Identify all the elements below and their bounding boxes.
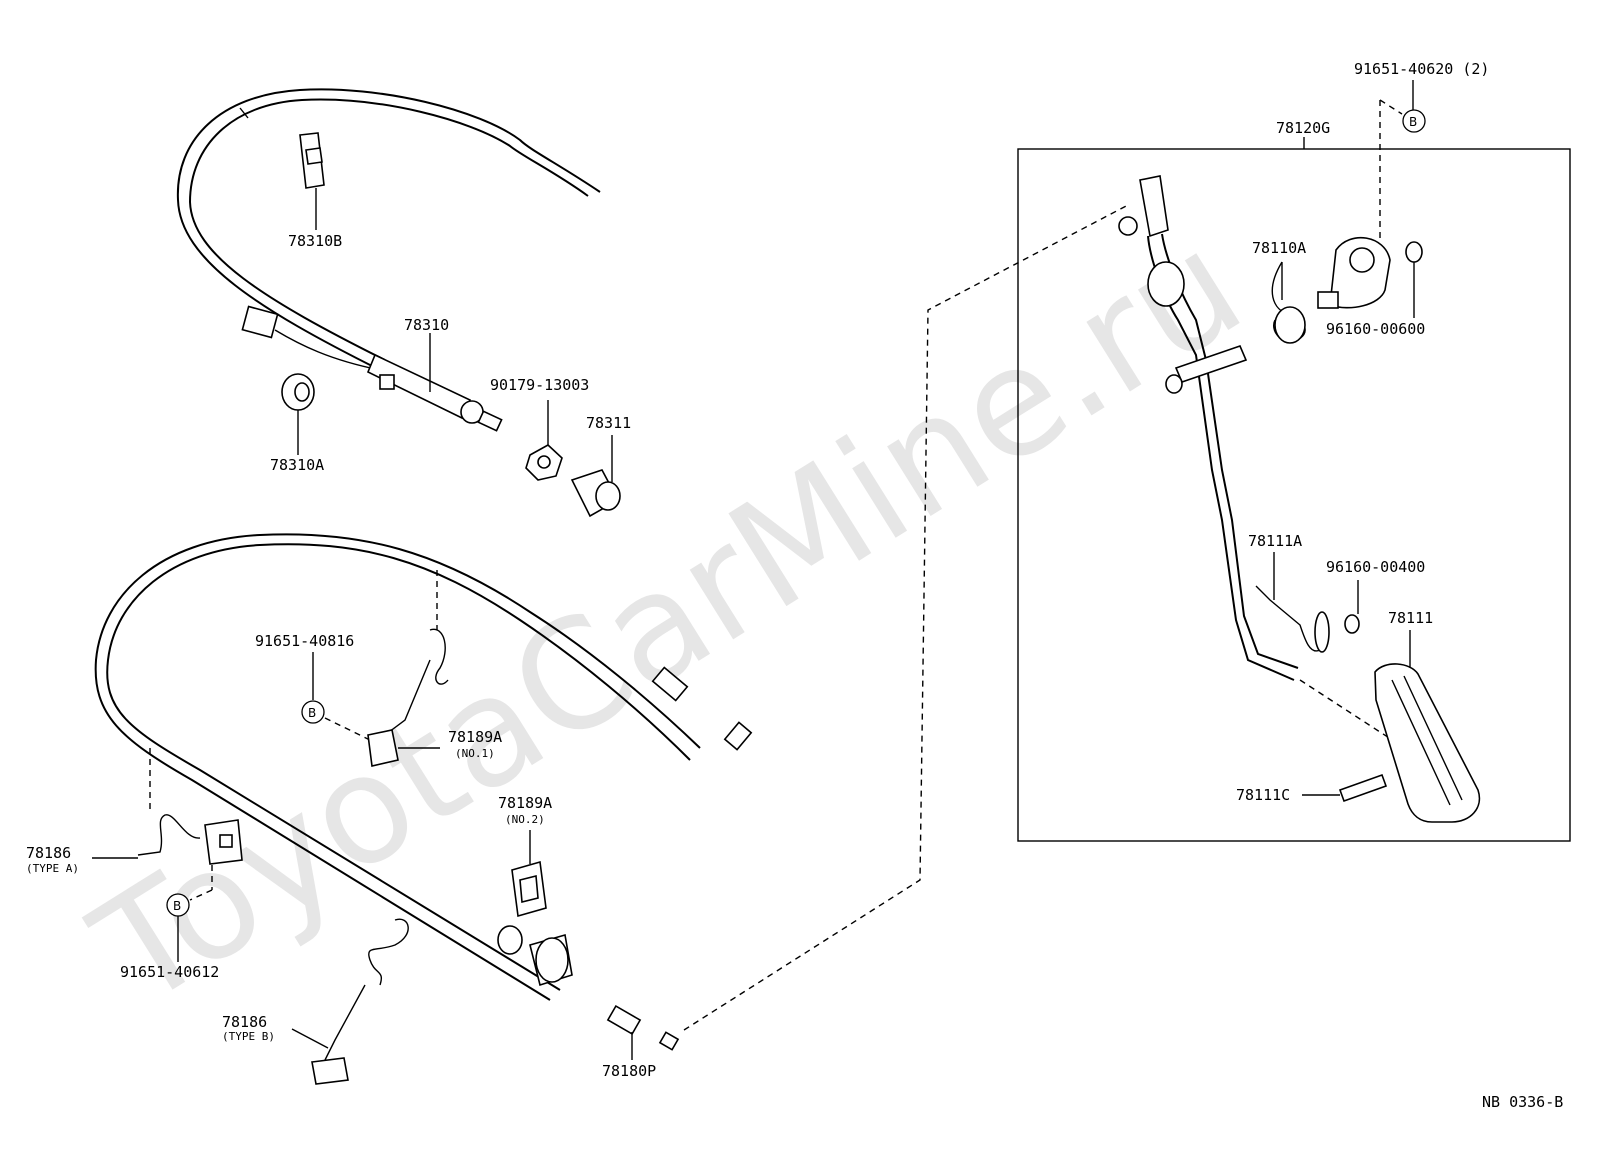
label-78180P: 78180P — [602, 1062, 656, 1080]
label-78110A: 78110A — [1252, 239, 1306, 257]
label-78186-type-a-sub: (TYPE A) — [26, 862, 79, 875]
label-78189A-no1-sub: (NO.1) — [455, 747, 495, 760]
part-96160-00400-clip — [1344, 614, 1360, 634]
svg-text:B: B — [308, 706, 316, 720]
part-78111A-spring — [1255, 585, 1330, 653]
part-78310-actuator — [366, 353, 503, 432]
label-91651-40612: 91651-40612 — [120, 963, 219, 981]
svg-text:B: B — [1409, 115, 1417, 129]
label-78186-type-b-sub: (TYPE B) — [222, 1030, 275, 1043]
label-78186-type-b: 78186 — [222, 1013, 267, 1031]
ref-mark-b-40620: B — [1402, 109, 1426, 133]
ref-mark-b-40612: B — [166, 893, 190, 917]
label-78111: 78111 — [1388, 609, 1433, 627]
svg-text:B: B — [173, 899, 181, 913]
part-78310B-clip — [299, 132, 325, 189]
pedal-arm — [1118, 175, 1299, 681]
part-78186-type-a — [137, 814, 243, 865]
label-96160-00600: 96160-00600 — [1326, 320, 1425, 338]
part-78189A-no1 — [367, 628, 449, 767]
diagram-code: NB 0336-B — [1482, 1093, 1563, 1111]
pedal-assembly-frame — [1017, 148, 1571, 842]
part-78111-pedal-pad — [1374, 663, 1481, 823]
label-78311: 78311 — [586, 414, 631, 432]
label-78189A-no2: 78189A — [498, 794, 552, 812]
label-91651-40620: 91651-40620 (2) — [1354, 60, 1489, 78]
label-78189A-no2-sub: (NO.2) — [505, 813, 545, 826]
part-78189A-no2 — [511, 860, 547, 918]
label-78310: 78310 — [404, 316, 449, 334]
ref-mark-b-40816: B — [301, 700, 325, 724]
label-91651-40816: 91651-40816 — [255, 632, 354, 650]
part-78186-type-b — [311, 918, 409, 1085]
part-78311-cap — [570, 469, 621, 518]
part-78110A-spring — [1271, 261, 1306, 344]
cable-routing-dashline — [683, 204, 1129, 1031]
label-96160-00400: 96160-00400 — [1326, 558, 1425, 576]
label-78120G: 78120G — [1276, 119, 1330, 137]
sensor-connector — [241, 305, 381, 371]
cable-grommet — [497, 925, 573, 987]
accelerator-cable — [94, 533, 753, 1001]
label-90179-13003: 90179-13003 — [490, 376, 589, 394]
label-78310B: 78310B — [288, 232, 342, 250]
part-90179-nut — [525, 444, 563, 481]
label-78310A: 78310A — [270, 456, 324, 474]
label-78111A: 78111A — [1248, 532, 1302, 550]
part-78111C-pin — [1338, 773, 1388, 803]
label-78186-type-a: 78186 — [26, 844, 71, 862]
label-78111C: 78111C — [1236, 786, 1290, 804]
part-78180P-end — [606, 1004, 680, 1051]
upper-cable — [176, 88, 601, 411]
part-96160-00600-clip — [1405, 241, 1423, 263]
label-78189A-no1: 78189A — [448, 728, 502, 746]
part-78310A-grommet — [281, 373, 315, 411]
pedal-bracket — [1317, 236, 1391, 309]
